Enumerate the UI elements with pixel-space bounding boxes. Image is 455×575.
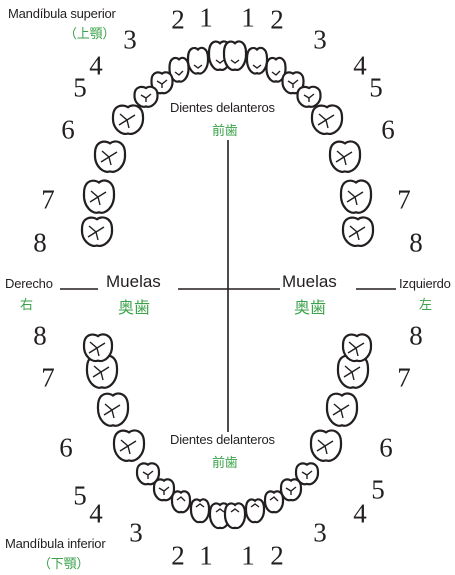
left-molars-label: Muelas — [282, 272, 337, 292]
upper-jaw-label-jp: （上顎） — [64, 23, 115, 42]
right-molars-label: Muelas — [106, 272, 161, 292]
upper-jaw-label: Mandíbula superior — [8, 6, 116, 21]
upper-right-tooth-2 — [188, 48, 208, 74]
tooth-number-upper-left-3: 3 — [313, 27, 327, 54]
lower-front-teeth-label-jp: 前歯 — [212, 452, 238, 471]
lower-right-tooth-5 — [137, 463, 159, 484]
tooth-number-lower-left-1: 1 — [241, 543, 255, 570]
lower-left-tooth-7 — [327, 393, 357, 425]
tooth-number-lower-left-6: 6 — [379, 435, 393, 462]
tooth-number-upper-left-2: 2 — [270, 7, 284, 34]
left-side-label: Izquierdo — [399, 276, 451, 291]
tooth-number-lower-left-2: 2 — [270, 543, 284, 570]
upper-right-tooth-9 — [82, 217, 112, 245]
tooth-number-upper-left-4: 4 — [353, 53, 367, 80]
upper-right-tooth-7 — [95, 141, 125, 171]
upper-right-tooth-8 — [84, 180, 114, 212]
lower-left-tooth-6 — [311, 430, 341, 460]
left-side-label-jp: 左 — [419, 294, 432, 313]
tooth-number-lower-left-5: 5 — [371, 477, 385, 504]
tooth-number-lower-right-6: 6 — [59, 435, 73, 462]
tooth-number-lower-right-1: 1 — [199, 543, 213, 570]
upper-front-teeth-label-jp: 前歯 — [212, 120, 238, 139]
tooth-number-upper-right-2: 2 — [171, 7, 185, 34]
tooth-number-upper-right-5: 5 — [73, 75, 87, 102]
tooth-number-upper-right-6: 6 — [61, 117, 75, 144]
upper-left-tooth-6 — [312, 105, 342, 133]
tooth-number-upper-right-8: 8 — [33, 230, 47, 257]
upper-front-teeth-label: Dientes delanteros — [170, 100, 275, 115]
lower-left-tooth-1 — [225, 503, 245, 528]
left-molars-label-jp: 奥歯 — [294, 294, 326, 318]
upper-left-tooth-5 — [297, 87, 320, 107]
right-side-label-jp: 右 — [20, 294, 33, 313]
tooth-number-upper-right-4: 4 — [89, 53, 103, 80]
tooth-number-upper-left-7: 7 — [397, 187, 411, 214]
lower-right-tooth-4 — [154, 479, 174, 500]
lower-left-tooth-4 — [281, 479, 301, 500]
lower-front-teeth-label: Dientes delanteros — [170, 432, 275, 447]
lower-right-tooth-9 — [84, 334, 112, 361]
upper-left-tooth-7 — [330, 141, 360, 171]
upper-right-tooth-5 — [134, 87, 157, 107]
upper-left-tooth-8 — [341, 180, 371, 212]
tooth-number-lower-left-8: 8 — [409, 323, 423, 350]
tooth-number-lower-right-5: 5 — [73, 483, 87, 510]
tooth-number-upper-left-5: 5 — [369, 75, 383, 102]
right-molars-label-jp: 奥歯 — [118, 294, 150, 318]
tooth-number-lower-right-2: 2 — [171, 543, 185, 570]
lower-left-tooth-2 — [246, 499, 264, 522]
tooth-number-lower-left-3: 3 — [313, 520, 327, 547]
lower-jaw-label-jp: （下顎） — [38, 553, 89, 572]
tooth-number-lower-right-4: 4 — [89, 501, 103, 528]
upper-left-tooth-2 — [247, 48, 267, 74]
tooth-number-lower-left-7: 7 — [397, 365, 411, 392]
lower-right-tooth-2 — [191, 499, 209, 522]
upper-left-tooth-1 — [224, 41, 246, 69]
tooth-number-upper-left-1: 1 — [241, 5, 255, 32]
lower-right-tooth-7 — [98, 393, 128, 425]
lower-right-tooth-6 — [114, 430, 144, 460]
upper-right-tooth-6 — [113, 105, 143, 133]
tooth-number-lower-left-4: 4 — [353, 501, 367, 528]
tooth-number-lower-right-7: 7 — [41, 365, 55, 392]
tooth-number-upper-right-3: 3 — [123, 27, 137, 54]
lower-left-tooth-5 — [296, 463, 318, 484]
tooth-number-upper-right-7: 7 — [41, 187, 55, 214]
tooth-number-lower-right-3: 3 — [129, 520, 143, 547]
right-side-label: Derecho — [5, 276, 53, 291]
tooth-number-upper-left-6: 6 — [381, 117, 395, 144]
lower-left-tooth-3 — [265, 491, 283, 512]
lower-right-tooth-3 — [172, 491, 190, 512]
tooth-number-lower-right-8: 8 — [33, 323, 47, 350]
tooth-number-upper-left-8: 8 — [409, 230, 423, 257]
lower-jaw-label: Mandíbula inferior — [5, 536, 105, 551]
tooth-number-upper-right-1: 1 — [199, 5, 213, 32]
upper-left-tooth-9 — [343, 217, 373, 245]
lower-left-tooth-9 — [343, 334, 371, 361]
